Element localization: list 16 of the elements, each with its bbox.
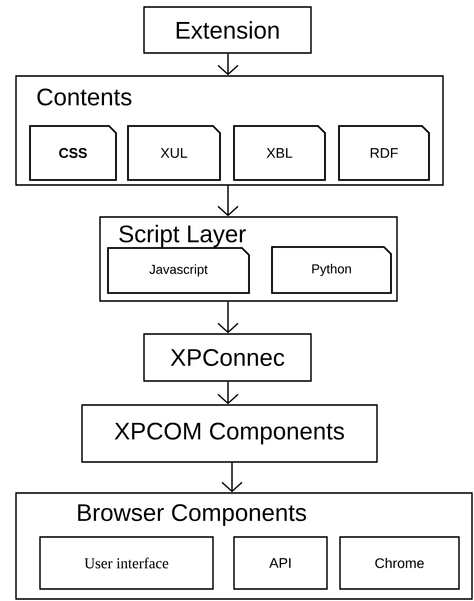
document-box: XUL: [127, 125, 221, 181]
document-box: XBL: [233, 125, 326, 181]
process-box: API: [233, 536, 328, 590]
document-box: Python: [271, 246, 392, 294]
process-box: User interface: [39, 536, 214, 590]
arrow: [218, 382, 238, 404]
process-box: Extension: [143, 6, 312, 54]
arrow: [218, 186, 238, 216]
document-box: RDF: [338, 125, 430, 181]
arrow: [218, 302, 238, 334]
arrow: [222, 462, 242, 492]
document-box: Javascript: [107, 247, 250, 294]
process-box: XPConnec: [143, 333, 312, 382]
process-box: XPCOM Components: [81, 404, 378, 463]
document-box: CSS: [29, 125, 117, 181]
process-box: Chrome: [339, 536, 460, 590]
